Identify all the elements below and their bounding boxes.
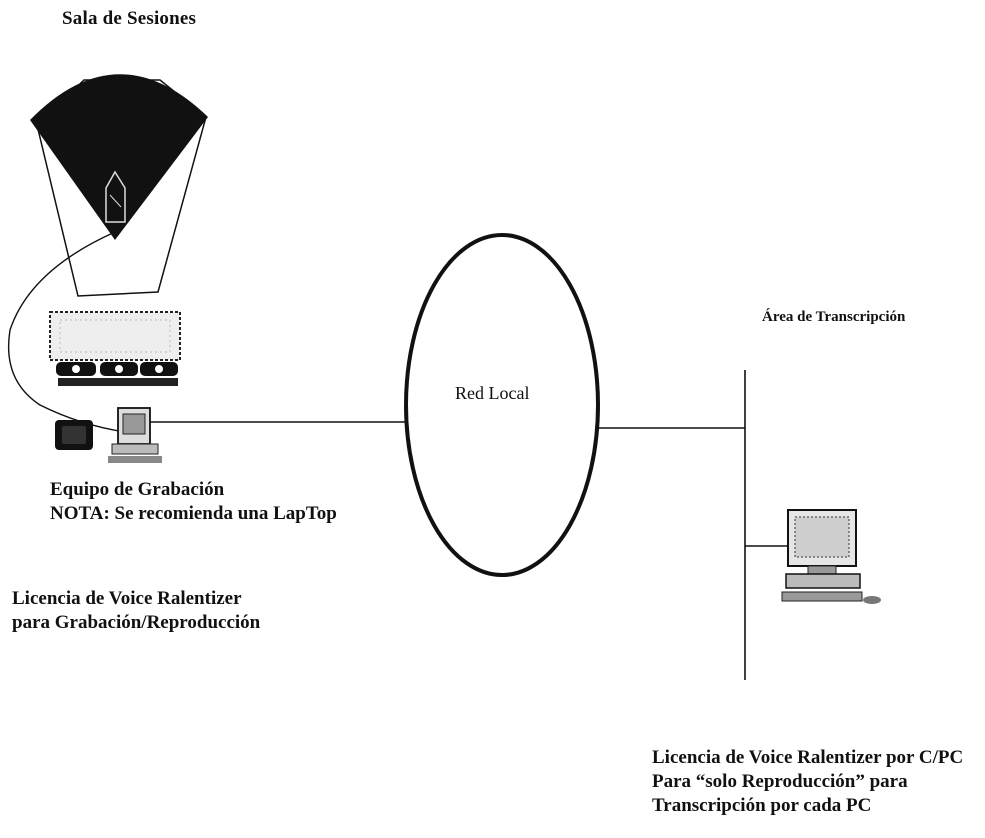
mixer-unit-icon [49, 311, 181, 386]
recording-equipment-label: Equipo de Grabación NOTA: Se recomienda … [50, 478, 337, 526]
recording-computer-icon [108, 407, 162, 463]
transcription-license-line3: Transcripción por cada PC [652, 795, 872, 816]
transcription-license-line2: Para “solo Reproducción” para [652, 771, 908, 792]
recording-license-line2: para Grabación/Reproducción [12, 612, 261, 633]
recorder-device-icon [55, 420, 93, 450]
transcription-license-label: Licencia de Voice Ralentizer por C/PC Pa… [652, 746, 963, 818]
transcription-license-line1: Licencia de Voice Ralentizer por C/PC [652, 747, 964, 768]
microphone-coverage-icon [30, 74, 208, 297]
recording-equipment-note: NOTA: Se recomienda una LapTop [50, 503, 337, 524]
local-network-ellipse [404, 233, 600, 577]
transcription-area-label: Área de Transcripción [762, 309, 906, 325]
recording-license-label: Licencia de Voice Ralentizer para Grabac… [12, 587, 260, 635]
recording-equipment-line1: Equipo de Grabación [50, 479, 225, 500]
session-room-title: Sala de Sesiones [62, 8, 197, 29]
recording-license-line1: Licencia de Voice Ralentizer [12, 588, 242, 609]
transcription-computer-icon [781, 509, 881, 604]
local-network-label: Red Local [455, 383, 530, 403]
